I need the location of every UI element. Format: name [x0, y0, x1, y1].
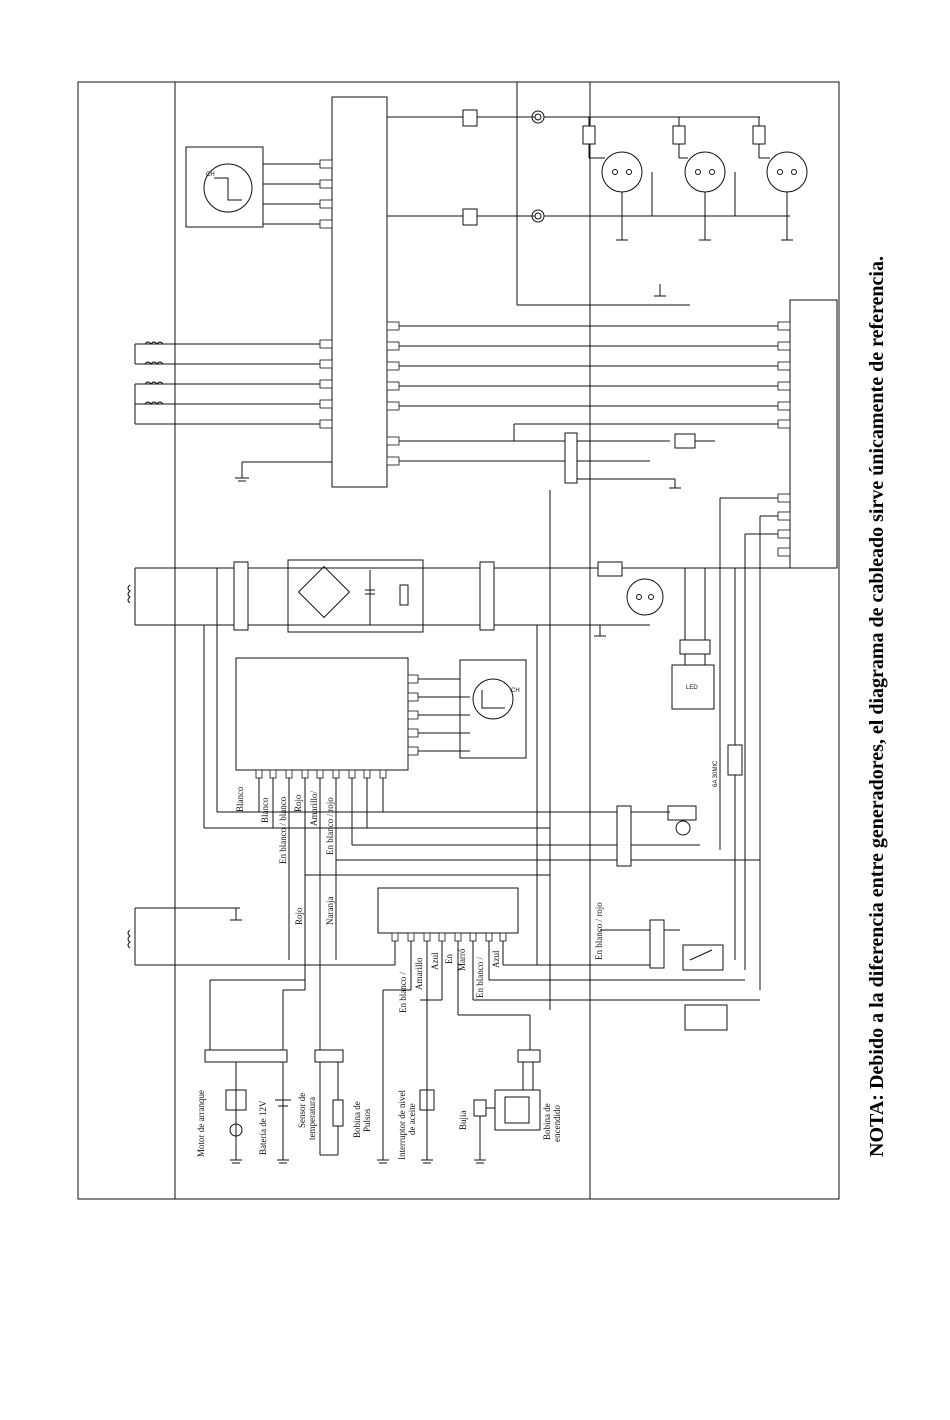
ac-outlets — [387, 109, 808, 297]
label-en-blanco-1: En blanco / — [398, 972, 408, 1013]
label-amarillo-2: Amarillo — [414, 957, 424, 990]
label-marron: Marró — [457, 948, 467, 971]
svg-text:CH: CH — [511, 688, 520, 694]
label-sensor-1: Sensor de — [297, 1093, 307, 1128]
diagram-frame — [77, 81, 840, 1200]
stator-box-top: CH — [185, 146, 320, 228]
sensor-module — [290, 887, 760, 1055]
label-bobina-pulsos-2: Pulsos — [362, 1108, 372, 1132]
coil-inputs — [134, 341, 332, 482]
control-panel-right — [399, 299, 838, 569]
inverter-box: CH — [235, 657, 527, 779]
svg-text:CH: CH — [206, 172, 215, 178]
label-azul-1: Azul — [430, 952, 440, 970]
label-bobina-pulsos-1: Bobina de — [352, 1101, 362, 1138]
label-interruptor-2: de aceite — [407, 1103, 417, 1135]
label-en: En — [444, 954, 454, 964]
inverter-wires — [203, 490, 760, 1050]
label-en-blanco-2: En blanco / — [475, 957, 485, 998]
label-sensor-2: temperatura — [307, 1097, 317, 1140]
label-en-blanco-rojo-2: En blanco / rojo — [594, 902, 604, 960]
bottom-components — [204, 979, 541, 1164]
rectifier-section: LED — [127, 559, 790, 710]
lower-left-section — [127, 907, 290, 966]
label-motor: Motor de arranque — [196, 1090, 206, 1157]
label-bobina-encendido-2: encendido — [552, 1105, 562, 1142]
wire-labels: Blanco Blanco En blanco / blanco Rojo Am… — [235, 786, 604, 1013]
label-interruptor-1: Interruptor de nivel — [397, 1090, 407, 1160]
label-bujia: Bujía — [458, 1110, 468, 1130]
component-labels: Motor de arranque Batería de 12V Sensor … — [196, 1090, 562, 1160]
label-amarillo: Amarillo/ — [309, 791, 319, 826]
led-label: LED — [686, 685, 698, 691]
label-bobina-encendido-1: Bobina de — [542, 1103, 552, 1140]
disclaimer-note: NOTA: Debido a la diferencia entre gener… — [866, 256, 888, 1157]
label-en-blanco-blanco: En blanco / blanco — [278, 796, 288, 864]
label-rojo-1: Rojo — [293, 794, 303, 812]
breaker-label: 6A 30MIC — [713, 760, 719, 787]
label-rojo-2: Rojo — [294, 907, 304, 925]
right-side-components: 6A 30MIC — [537, 497, 778, 1031]
label-naranja: Naranja — [325, 897, 335, 925]
label-en-blanco-rojo-1: En blanco / rojo — [325, 797, 335, 855]
label-azul-2: Azul — [491, 950, 501, 968]
label-blanco-2: Blanco — [260, 797, 270, 823]
main-controller — [319, 96, 400, 488]
label-bateria: Batería de 12V — [258, 1100, 268, 1155]
label-blanco-1: Blanco — [235, 786, 245, 812]
